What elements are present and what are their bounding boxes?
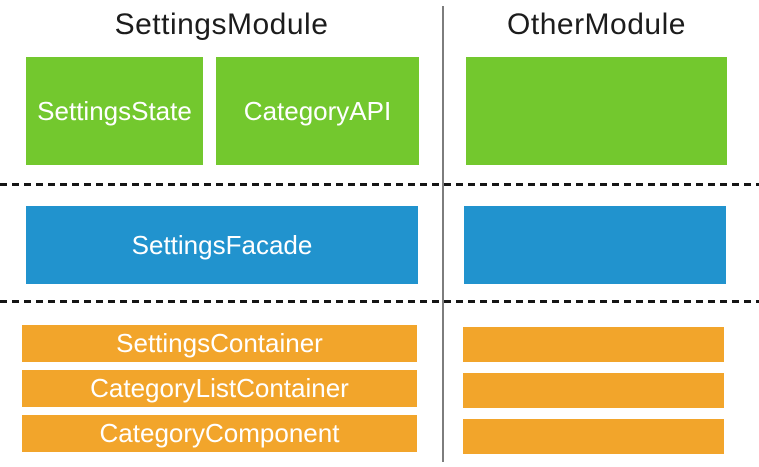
- layer-divider-dashed-bottom: [0, 300, 759, 303]
- bar-settings-container: SettingsContainer: [22, 325, 417, 362]
- box-settings-facade: SettingsFacade: [26, 206, 418, 284]
- bar-category-component: CategoryComponent: [22, 415, 417, 452]
- layer-divider-dashed-top: [0, 183, 759, 186]
- bar-other-component-3: [463, 419, 724, 454]
- bar-other-component-1: [463, 327, 724, 362]
- module-divider-line: [442, 6, 444, 462]
- box-other-state: [466, 57, 727, 165]
- bar-category-list-container: CategoryListContainer: [22, 370, 417, 407]
- left-module-title: SettingsModule: [114, 8, 329, 41]
- box-settings-state: SettingsState: [26, 57, 203, 165]
- box-category-api: CategoryAPI: [216, 57, 419, 165]
- right-module-title: OtherModule: [507, 8, 686, 41]
- box-other-facade: [464, 206, 726, 284]
- bar-other-component-2: [463, 373, 724, 408]
